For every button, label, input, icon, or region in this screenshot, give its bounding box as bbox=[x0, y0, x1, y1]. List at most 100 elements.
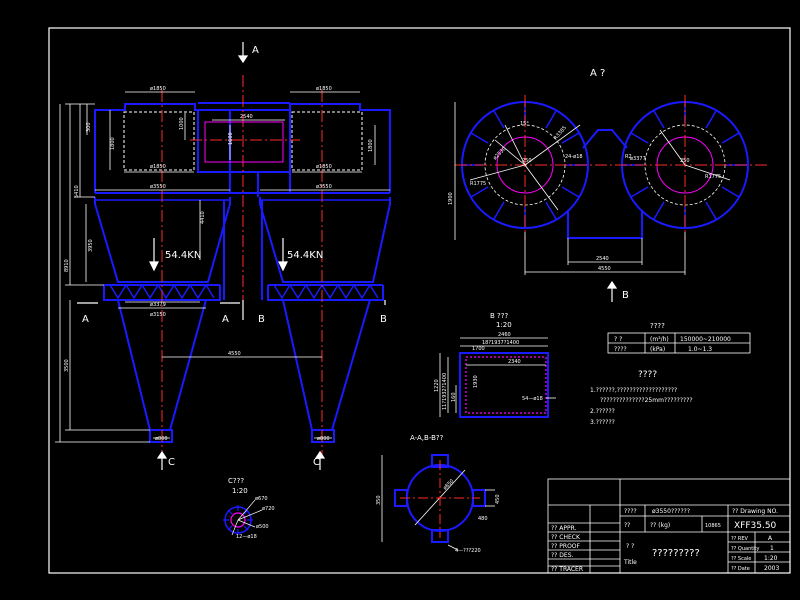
section-b-inner bbox=[465, 356, 547, 414]
elevation-labels: A A A B B C C 54.4KN 54.4KN ø1850 ø1850 … bbox=[64, 45, 387, 468]
dim-h3500: 3500 bbox=[64, 359, 70, 372]
c-dim-phi670: ø670 bbox=[255, 496, 268, 502]
hidden-lines bbox=[123, 111, 363, 171]
tb-tracer: ?? TRACER bbox=[551, 566, 583, 573]
tb-appr: ?? APPR. bbox=[551, 525, 577, 532]
plan-dim-r2: R2 bbox=[625, 154, 632, 160]
params-r2-c2: (kPa) bbox=[650, 346, 665, 353]
plan-dim-2540: 2540 bbox=[596, 256, 609, 262]
dim-d800-a: ø800 bbox=[155, 436, 168, 442]
tb-r2c3: 10865 bbox=[705, 523, 721, 529]
aab-dim-450: 450 bbox=[495, 494, 501, 504]
params-r1-c1: ? ? bbox=[614, 336, 622, 343]
dim-d1850-c: ø1850 bbox=[150, 164, 166, 170]
dim-w4550: 4550 bbox=[228, 351, 241, 357]
dim-h4410: 4410 bbox=[200, 211, 206, 224]
note-3: 3.?????? bbox=[590, 419, 615, 426]
plan-dim-r1775-a: R1775 bbox=[470, 181, 486, 187]
tb-title-value: ????????? bbox=[652, 548, 700, 559]
tb-drawing-label: ?? Drawing NO. bbox=[732, 508, 778, 515]
tb-scale-val: 1:20 bbox=[764, 555, 778, 562]
tb-r1c1: ???? bbox=[624, 508, 637, 515]
section-b-view: B ??? 1:20 2460 18?1937?1400 2340 1700 1… bbox=[434, 312, 556, 418]
tb-date-label: ?? Date bbox=[731, 566, 750, 572]
dim-d1850-a: ø1850 bbox=[150, 86, 166, 92]
tb-rev-val: A bbox=[768, 535, 773, 542]
dim-h1000: 1000 bbox=[179, 117, 185, 130]
load-right-label: 54.4KN bbox=[287, 250, 323, 261]
dimension-lines bbox=[55, 91, 390, 443]
dim-d3379: ø3379 bbox=[150, 302, 166, 308]
plan-labels: A ? B 1900 2540 4550 R2 250 250 R1775 R1… bbox=[448, 68, 721, 301]
elevation-outline bbox=[94, 102, 391, 443]
plan-centerlines bbox=[455, 95, 770, 240]
plan-section-arrow bbox=[606, 280, 618, 302]
dim-h300: 300 bbox=[86, 122, 92, 132]
tb-des: ?? DES. bbox=[551, 552, 573, 559]
section-b-left-label: B bbox=[258, 314, 265, 325]
dim-h1800-a: 1800 bbox=[110, 137, 116, 150]
dim-h5410: 5410 bbox=[74, 185, 80, 198]
c-dim-phi720: ø720 bbox=[262, 506, 275, 512]
section-b-dimensions bbox=[439, 337, 556, 417]
params-r1-c3: 150000~210000 bbox=[680, 336, 731, 343]
tb-date-val: 2003 bbox=[764, 565, 779, 572]
tb-r2c1: ?? bbox=[624, 522, 630, 529]
tb-title-zh: ? ? bbox=[626, 543, 634, 550]
b-dim-1930: 1930 bbox=[473, 375, 479, 388]
plan-dim-4550: 4550 bbox=[598, 266, 611, 272]
b-dim-2340: 2340 bbox=[508, 359, 521, 365]
c-dim-bolt: 12—ø18 bbox=[236, 534, 257, 540]
load-left-label: 54.4KN bbox=[165, 250, 201, 261]
section-b-right-label: B bbox=[380, 314, 387, 325]
c-dim-phi500: ø500 bbox=[256, 524, 269, 530]
section-c-scale: 1:20 bbox=[232, 487, 248, 495]
b-dim-1220: 1220 bbox=[434, 379, 440, 392]
dim-d1850-b: ø1850 bbox=[316, 86, 332, 92]
params-r1-c2: (m³/h) bbox=[650, 336, 669, 343]
params-r2-c3: 1.0~1.3 bbox=[688, 346, 712, 353]
plan-dim-r1775-b: R1775 bbox=[705, 174, 721, 180]
section-b-title: B ??? bbox=[490, 312, 508, 320]
tb-qty-val: 1 bbox=[770, 545, 774, 552]
section-c-left-label: C bbox=[168, 457, 175, 468]
dim-h3950: 3950 bbox=[88, 239, 94, 252]
section-b-scale: 1:20 bbox=[496, 321, 512, 329]
plan-dim-250-b: 250 bbox=[680, 158, 690, 164]
dim-h1800-b: 1800 bbox=[368, 139, 374, 152]
b-dim-1819: 18?1937?1400 bbox=[482, 340, 519, 346]
tb-proof: ?? PROOF bbox=[551, 543, 581, 550]
drawing-border bbox=[48, 27, 791, 574]
technical-notes: ???? 1.??????,??????????????????? ??????… bbox=[590, 370, 693, 426]
section-b-outline bbox=[459, 352, 549, 418]
tb-title-en: Title bbox=[623, 559, 637, 566]
tb-scale-label: ?? Scale bbox=[731, 556, 751, 562]
dim-d800-b: ø800 bbox=[317, 436, 330, 442]
plan-dim-phi3377: ø3377 bbox=[630, 156, 646, 162]
tb-check: ?? CHECK bbox=[551, 534, 581, 541]
section-a-mid-label: A bbox=[222, 314, 229, 325]
tb-r2c2: ?? (kg) bbox=[650, 522, 670, 529]
dim-h8910: 8910 bbox=[64, 259, 70, 272]
plan-dim-1900: 1900 bbox=[448, 192, 454, 205]
load-arrows bbox=[77, 42, 386, 470]
dim-w2540: 2540 bbox=[240, 114, 253, 120]
params-r2-c1: ???? bbox=[614, 346, 627, 353]
plan-dim-250-a: 250 bbox=[522, 158, 532, 164]
tb-rev-label: ?? REV bbox=[731, 536, 749, 542]
aab-dim-bolt: 4—???220 bbox=[455, 548, 481, 554]
section-c-right-label: C bbox=[313, 457, 320, 468]
inner-duct bbox=[204, 121, 284, 163]
aab-dim-480: 480 bbox=[478, 516, 488, 522]
section-a-top-label: A bbox=[252, 45, 259, 56]
tb-drawing-no: XFF35.50 bbox=[734, 521, 777, 531]
b-dim-bolt: 54—ø18 bbox=[522, 396, 543, 402]
note-1a: 1.??????,??????????????????? bbox=[590, 387, 677, 394]
plan-dim-24phi18: 24-ø18 bbox=[565, 154, 583, 160]
tb-qty-label: ?? Quantity bbox=[731, 546, 760, 552]
b-dim-160: 160 bbox=[451, 392, 457, 402]
dim-d1850-d: ø1850 bbox=[316, 164, 332, 170]
dim-d3150: ø3150 bbox=[150, 312, 166, 318]
tb-r1c2: ø3550?????? bbox=[652, 508, 690, 515]
